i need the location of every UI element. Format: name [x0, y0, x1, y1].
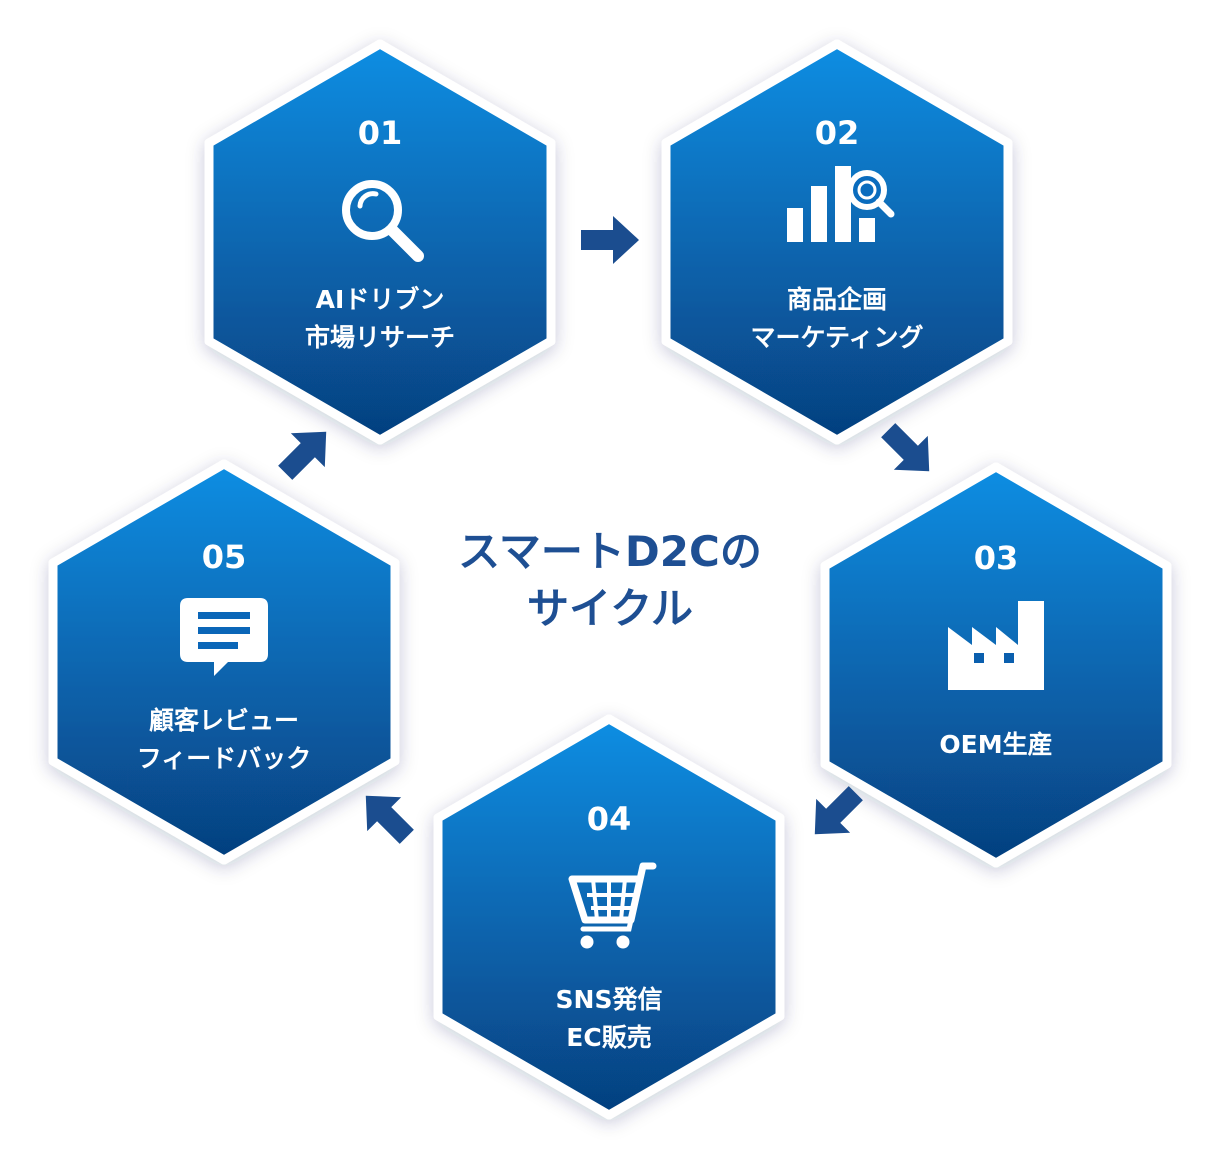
- step-02-hexagon: 02 商品企画 マーケティング: [661, 39, 1013, 445]
- step-03-hexagon: 03 OEM生産: [820, 462, 1172, 868]
- step-02-label-line1: 商品企画: [787, 285, 887, 314]
- step-03-number: 03: [974, 539, 1019, 577]
- step-01-label-line1: AIドリブン: [316, 285, 445, 314]
- step-02-number: 02: [815, 114, 860, 152]
- bar-chart-search-icon: [787, 166, 895, 242]
- arrow-01-to-02-icon: [581, 216, 639, 264]
- shopping-cart-icon: [568, 862, 657, 949]
- step-01-label-line2: 市場リサーチ: [305, 323, 455, 352]
- speech-bubble-icon: [180, 598, 268, 676]
- step-05-hexagon: 05 顧客レビュー フィードバック: [48, 459, 400, 865]
- cycle-title-line2: サイクル: [527, 584, 693, 633]
- arrow-02-to-03-icon: [871, 413, 947, 489]
- cycle-title-line1: スマートD2Cの: [458, 527, 762, 576]
- step-05-number: 05: [202, 538, 247, 576]
- step-03-label-line1: OEM生産: [939, 730, 1052, 759]
- step-02-label-line2: マーケティング: [750, 323, 923, 352]
- step-04-number: 04: [587, 800, 632, 838]
- step-01-number: 01: [358, 114, 403, 152]
- step-05-label-line2: フィードバック: [137, 744, 312, 773]
- step-04-label-line2: EC販売: [566, 1023, 651, 1052]
- factory-icon: [948, 601, 1044, 690]
- step-04-label-line1: SNS発信: [556, 985, 663, 1014]
- arrow-04-to-05-icon: [348, 778, 424, 854]
- step-05-label-line1: 顧客レビュー: [149, 706, 299, 735]
- magnifier-icon: [342, 180, 424, 262]
- step-04-hexagon: 04 SNS発信 EC販売: [433, 714, 785, 1120]
- arrow-05-to-01-icon: [268, 414, 344, 490]
- step-01-hexagon: 01 AIドリブン 市場リサーチ: [204, 39, 556, 445]
